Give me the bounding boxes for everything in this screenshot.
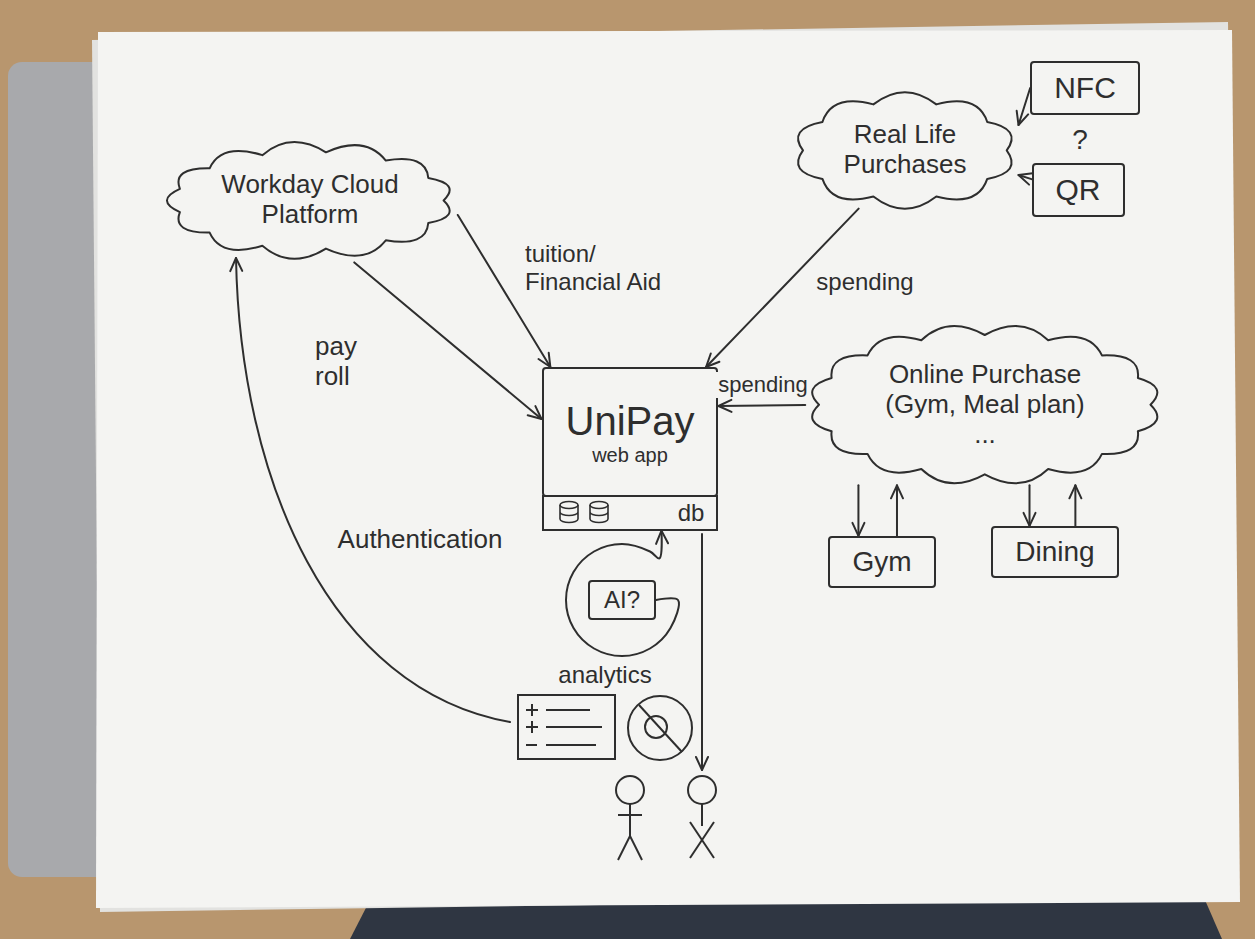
edge-label: pay roll bbox=[312, 332, 378, 392]
label-box: analytics bbox=[555, 661, 654, 689]
edge-label: spending bbox=[715, 372, 810, 397]
edge-label-box: tuition/ Financial Aid bbox=[522, 240, 678, 295]
node-text: Gym bbox=[852, 546, 911, 578]
node-content: Online Purchase (Gym, Meal plan)... bbox=[873, 360, 1098, 450]
purchase-cloud: Online Purchase (Gym, Meal plan)... bbox=[805, 321, 1165, 488]
node-text: AI? bbox=[604, 586, 640, 614]
paper-sheet bbox=[96, 30, 1240, 908]
list-line bbox=[546, 709, 590, 711]
flow-arrow bbox=[896, 485, 898, 536]
user-head bbox=[616, 776, 644, 804]
database-top bbox=[590, 501, 608, 508]
cloud-border bbox=[798, 92, 1012, 209]
plus-mark bbox=[531, 721, 533, 733]
node-text: Real Life Purchases bbox=[837, 120, 972, 180]
node-text: QR bbox=[1056, 173, 1101, 208]
method-box: NFC bbox=[1030, 61, 1140, 116]
user-leg bbox=[618, 836, 630, 860]
node-content: AI? bbox=[604, 586, 640, 614]
flow-arrow bbox=[857, 485, 859, 536]
list-line bbox=[546, 726, 602, 728]
section-label: analytics bbox=[555, 661, 654, 689]
database-body bbox=[560, 505, 578, 523]
minus-mark bbox=[526, 744, 537, 746]
node-content: QR bbox=[1056, 173, 1101, 208]
pie-slash bbox=[639, 705, 682, 752]
node-text: NFC bbox=[1054, 71, 1116, 106]
plus-mark bbox=[531, 704, 533, 716]
user-head bbox=[688, 776, 716, 804]
edge-label-box: spending bbox=[715, 372, 810, 397]
node-content: NFC bbox=[1054, 71, 1116, 106]
platform-cloud: Workday Cloud Platform bbox=[162, 138, 458, 263]
node-text: db bbox=[678, 499, 705, 527]
edge-label-box: spending bbox=[813, 268, 916, 296]
user-leg bbox=[690, 822, 714, 858]
pie-center bbox=[645, 716, 667, 738]
flow-arrow bbox=[1074, 485, 1076, 526]
node-content: db bbox=[678, 499, 705, 527]
service-box: Gym bbox=[828, 536, 935, 588]
node-text: web app bbox=[566, 444, 695, 467]
node-text: Workday Cloud Platform bbox=[220, 170, 400, 230]
node-text: Dining bbox=[1015, 536, 1094, 568]
database-icons bbox=[556, 500, 620, 526]
edge-label: spending bbox=[813, 268, 916, 296]
flow-arrow bbox=[718, 405, 805, 406]
node-text: ... bbox=[873, 420, 1098, 450]
node-content: Real Life Purchases bbox=[837, 120, 972, 180]
flow-label: Authentication bbox=[335, 525, 506, 555]
flow-arrow bbox=[1019, 88, 1031, 125]
database-strip: db bbox=[542, 495, 719, 531]
pie-icon bbox=[628, 696, 692, 760]
label-box: ? bbox=[1069, 124, 1091, 156]
label-box: Authentication bbox=[335, 525, 506, 555]
flow-arrow bbox=[354, 262, 541, 419]
auth-arrow bbox=[236, 258, 510, 722]
question-mark: ? bbox=[1069, 124, 1091, 156]
edge-label-box: pay roll bbox=[312, 332, 378, 392]
user-body bbox=[629, 804, 631, 836]
node-text: UniPay bbox=[566, 398, 695, 444]
dashboard-icon bbox=[518, 695, 615, 759]
node-content: Workday Cloud Platform bbox=[220, 170, 400, 230]
cloud-border bbox=[167, 142, 450, 259]
flow-arrow bbox=[1029, 485, 1031, 526]
user-body bbox=[701, 804, 703, 826]
output-arrow bbox=[701, 534, 703, 770]
node-content: UniPayweb app bbox=[566, 398, 695, 467]
purchase-cloud: Real Life Purchases bbox=[789, 88, 1021, 213]
database-body bbox=[590, 505, 608, 522]
flow-arrow bbox=[566, 531, 679, 656]
service-box: Dining bbox=[991, 526, 1118, 578]
edge-label: tuition/ Financial Aid bbox=[522, 240, 678, 295]
list-line bbox=[546, 744, 596, 746]
user-leg bbox=[630, 836, 642, 860]
flow-arrow bbox=[1019, 175, 1032, 179]
database-top bbox=[560, 501, 578, 508]
cloud-border bbox=[812, 326, 1157, 483]
node-content: Dining bbox=[1015, 536, 1094, 568]
node-text: Online Purchase (Gym, Meal plan) bbox=[873, 360, 1098, 420]
user-leg bbox=[690, 822, 714, 858]
ai-box: AI? bbox=[588, 580, 656, 620]
node-content: Gym bbox=[852, 546, 911, 578]
user-arms bbox=[618, 814, 642, 816]
app-box: UniPayweb app bbox=[542, 367, 719, 497]
method-box: QR bbox=[1032, 163, 1125, 218]
